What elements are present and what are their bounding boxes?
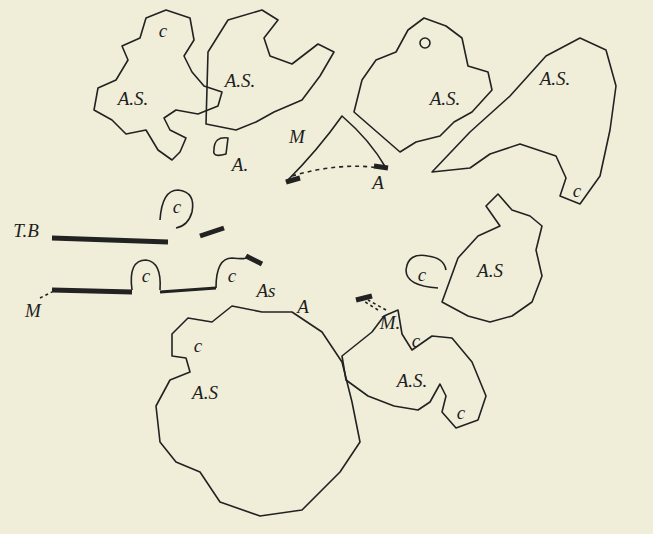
region-label: A.S xyxy=(477,261,503,280)
air-sac-outline xyxy=(94,10,222,160)
region-label: A. xyxy=(232,155,248,174)
bronchus-wall xyxy=(246,256,262,264)
region-label: A.S. xyxy=(225,71,256,90)
region-label: A.S xyxy=(192,383,218,402)
cell-curl xyxy=(160,190,193,228)
cell-curl xyxy=(131,260,160,290)
cell-label: c xyxy=(173,197,181,216)
cell-label: c xyxy=(228,266,236,285)
membrane-dashed xyxy=(292,166,380,176)
cell-label: c xyxy=(418,265,426,284)
air-sac-outline xyxy=(342,310,486,428)
cell-label: c xyxy=(412,331,420,350)
region-label: T.B xyxy=(13,221,39,240)
region-label: As xyxy=(257,281,276,300)
cell-label: c xyxy=(457,403,465,422)
cell-label: c xyxy=(194,336,202,355)
region-label: A xyxy=(297,297,309,316)
cell-label: c xyxy=(573,181,581,200)
small-cell xyxy=(420,38,430,48)
air-sac-outline xyxy=(206,10,334,130)
air-sac-outline xyxy=(156,306,360,516)
air-sac-outline xyxy=(432,38,616,204)
cell-curl xyxy=(406,255,446,288)
region-label: A xyxy=(372,173,384,192)
region-label: M xyxy=(289,127,305,146)
cell-label: c xyxy=(142,266,150,285)
region-label: A.S. xyxy=(118,89,149,108)
air-sac-outline xyxy=(442,194,542,322)
region-label: A.S. xyxy=(430,89,461,108)
leader-line xyxy=(40,292,52,298)
bronchus-wall xyxy=(52,238,168,242)
cell-curl xyxy=(214,138,228,156)
muscle-band xyxy=(286,178,300,182)
region-label: M. xyxy=(380,313,401,332)
region-label: M xyxy=(25,301,41,320)
cell-label: c xyxy=(159,21,167,40)
bronchus-wall xyxy=(52,290,132,292)
muscle-band xyxy=(356,296,372,300)
region-label: A.S. xyxy=(397,371,428,390)
muscle-band xyxy=(374,166,388,168)
region-label: A.S. xyxy=(540,69,571,88)
leader-line xyxy=(362,300,386,310)
cell-curl xyxy=(216,256,247,288)
bronchus-wall xyxy=(160,288,216,292)
bronchus-wall xyxy=(200,228,224,236)
